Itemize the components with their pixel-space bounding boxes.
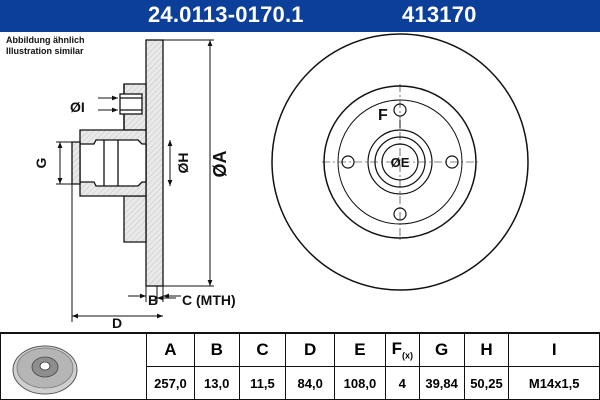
- bolt-hole-section: [119, 93, 143, 115]
- label-a: ØA: [210, 150, 230, 177]
- spec-header-f-suffix: (x): [401, 350, 413, 361]
- header-bar: 24.0113-0170.1 413170: [0, 0, 600, 32]
- dimension-lines: [56, 39, 214, 322]
- spec-value-f: 4: [384, 366, 420, 400]
- front-view: [271, 33, 529, 291]
- spec-header-d: D: [285, 333, 336, 367]
- disc-outer-circle: [271, 33, 529, 291]
- spec-value-c: 11,5: [238, 366, 287, 400]
- spec-value-a: 257,0: [146, 366, 195, 400]
- label-h: ØH: [175, 153, 191, 174]
- spec-header-f-letter: F: [391, 339, 402, 359]
- label-d: D: [112, 315, 122, 331]
- spec-value-g: 39,84: [418, 366, 465, 400]
- label-g: G: [33, 157, 49, 168]
- spec-value-b: 13,0: [193, 366, 240, 400]
- spec-table: A B C D E F(x) G H I 257,0 13,0 11,5 84,…: [146, 333, 600, 400]
- hub-outer-circle: [367, 129, 433, 195]
- spec-value-e: 108,0: [334, 366, 386, 400]
- label-i: ØI: [70, 99, 85, 115]
- spec-value-h: 50,25: [463, 366, 510, 400]
- disc-ring-section: [145, 39, 164, 287]
- part-number: 24.0113-0170.1: [148, 2, 304, 27]
- label-f: F: [378, 107, 388, 124]
- label-c: C (MTH): [182, 292, 236, 308]
- cross-section-view: [71, 39, 164, 287]
- spec-value-row: 257,0 13,0 11,5 84,0 108,0 4 39,84 50,25…: [146, 366, 600, 400]
- label-e: ØE: [391, 155, 410, 170]
- brake-disc-icon: [12, 345, 78, 395]
- spec-header-i: I: [508, 333, 600, 367]
- spec-header-g: G: [418, 333, 465, 367]
- spec-header-e: E: [334, 333, 386, 367]
- spec-header-f: F(x): [384, 333, 420, 367]
- spec-header-h: H: [463, 333, 510, 367]
- spec-header-a: A: [146, 333, 195, 367]
- spec-header-b: B: [193, 333, 240, 367]
- spec-value-d: 84,0: [285, 366, 336, 400]
- note-line-de: Abbildung ähnlich: [6, 35, 85, 45]
- spec-value-i: M14x1,5: [508, 366, 600, 400]
- hub-bore: [79, 139, 147, 187]
- spec-header-c: C: [238, 333, 287, 367]
- note-line-en: Illustration similar: [6, 46, 84, 56]
- article-number: 413170: [402, 2, 477, 27]
- hat-lower-section: [123, 195, 147, 243]
- label-b: B: [148, 292, 158, 308]
- table-top-rule: [0, 332, 600, 334]
- spec-header-row: A B C D E F(x) G H I: [146, 333, 600, 367]
- technical-drawing: ØA ØH G ØI B C (MTH) D F ØE: [33, 33, 529, 331]
- illustration-note: Abbildung ähnlich Illustration similar: [6, 35, 85, 57]
- product-thumbnail: [0, 333, 146, 400]
